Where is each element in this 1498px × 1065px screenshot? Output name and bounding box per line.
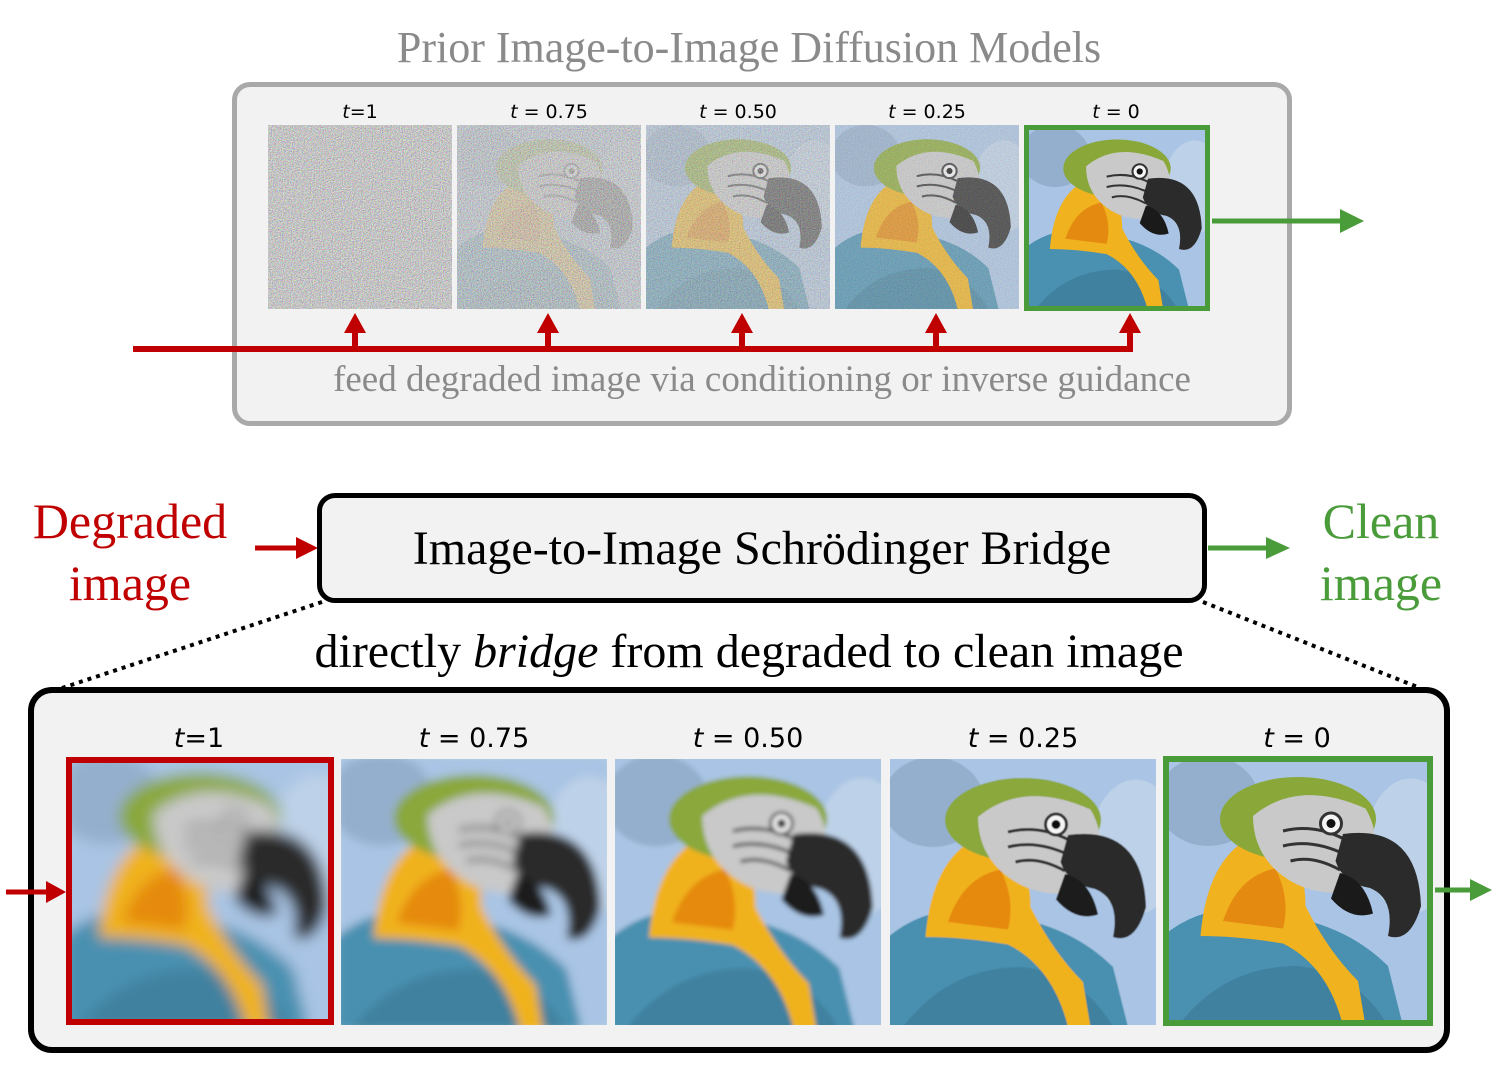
schrodinger-bridge-box: Image-to-Image Schrödinger Bridge bbox=[317, 493, 1207, 603]
bottom-time-label-4: t = 0.25 bbox=[967, 723, 1079, 754]
noisy-frame-t1 bbox=[268, 125, 452, 309]
bottom-arrows bbox=[6, 879, 1492, 903]
top-time-label-2: t = 0.75 bbox=[510, 101, 588, 123]
zoom-line-right bbox=[1202, 600, 1421, 690]
feed-arrow-path bbox=[133, 328, 1133, 352]
output-arrowhead bbox=[1266, 537, 1290, 559]
noisy-frame-t050 bbox=[646, 125, 830, 309]
middle-arrows-and-zoom-lines bbox=[61, 537, 1421, 690]
top-output-arrowhead bbox=[1340, 209, 1364, 233]
bridge-caption: directly bridge from degraded to clean i… bbox=[314, 625, 1184, 678]
top-time-label-4: t = 0.25 bbox=[888, 101, 966, 123]
input-arrowhead bbox=[296, 537, 318, 559]
degraded-image-label: Degraded image bbox=[32, 493, 228, 611]
feed-arrowheads bbox=[344, 313, 1141, 333]
top-time-label-1: t=1 bbox=[342, 101, 378, 123]
top-arrows bbox=[133, 209, 1364, 352]
noisy-frame-t075 bbox=[457, 125, 641, 309]
bottom-input-arrowhead bbox=[46, 881, 66, 903]
bottom-time-label-1: t=1 bbox=[173, 723, 225, 754]
clean-image-label: Clean image bbox=[1319, 493, 1443, 611]
feed-caption: feed degraded image via conditioning or … bbox=[333, 359, 1191, 400]
bottom-time-label-5: t = 0 bbox=[1263, 723, 1331, 754]
noisy-frame-t025 bbox=[835, 125, 1019, 309]
clean-frame-bottom bbox=[1163, 756, 1433, 1026]
zoom-line-left bbox=[61, 600, 323, 690]
bottom-output-arrowhead bbox=[1470, 879, 1492, 901]
top-time-label-3: t = 0.50 bbox=[699, 101, 777, 123]
degraded-frame-t1 bbox=[66, 757, 334, 1025]
bottom-time-label-3: t = 0.50 bbox=[692, 723, 804, 754]
bottom-time-label-2: t = 0.75 bbox=[418, 723, 530, 754]
prior-models-title: Prior Image-to-Image Diffusion Models bbox=[396, 23, 1102, 72]
top-time-label-5: t = 0 bbox=[1092, 101, 1140, 123]
clean-frame-top bbox=[1024, 125, 1210, 311]
